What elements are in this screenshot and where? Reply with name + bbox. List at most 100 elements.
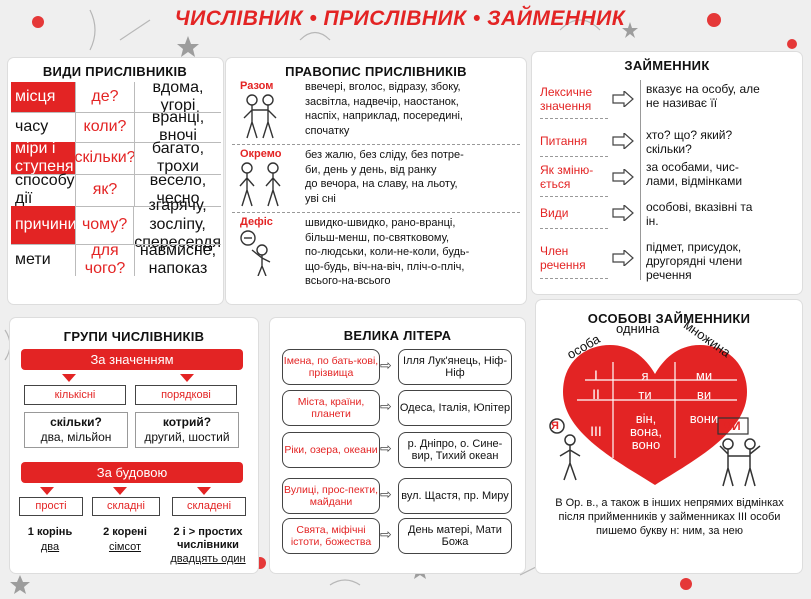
page-title-banner: ЧИСЛІВНИК • ПРИСЛІВНИК • ЗАЙМЕННИК <box>165 3 635 35</box>
adverb-type-name: часу <box>15 118 49 135</box>
spelling-text-line: наспіх, наприклад, посередині, <box>305 110 463 122</box>
capital-example-box: Одеса, Італія, Юпітер <box>398 390 512 426</box>
spelling-text-line: засвітла, надвечір, наостанок, <box>305 95 459 108</box>
arrow-right-icon <box>612 250 634 266</box>
adverb-type-question: де? <box>75 82 134 112</box>
table-divider <box>11 174 221 175</box>
adverb-type-example: навмисне, напоказ <box>134 242 221 277</box>
pronoun-vertical-line <box>640 80 641 280</box>
adverb-spelling-title: ПРАВОПИС ПРИСЛІВНИКІВ <box>285 64 467 79</box>
by-meaning-banner: За значенням <box>21 349 243 370</box>
meaning-arrow-right-icon <box>180 374 194 382</box>
spelling-text-line: без жалю, без сліду, без потре- <box>305 149 464 161</box>
adverb-type-example: весело, чесно <box>134 172 221 207</box>
pronoun-row-text: особові, вказівні та ін. <box>646 200 753 228</box>
figure-label-ya: Я <box>551 420 559 432</box>
pronoun-row-label: Лексичне значення <box>540 85 593 113</box>
capital-letter-title: ВЕЛИКА ЛІТЕРА <box>343 328 452 343</box>
singular-pronoun: ти <box>638 386 652 402</box>
spelling-text-line: ввечері, вголос, відразу, збоку, <box>305 81 461 93</box>
label-underline <box>540 228 608 229</box>
numeral-type-box: кількісні <box>24 385 126 405</box>
capital-rule-box: Вулиці, прос-пекти, майдани <box>282 478 380 514</box>
personal-pronoun-note: В Ор. в., а також в інших непрямих відмі… <box>555 497 784 537</box>
adverb-type-name: причини <box>11 206 77 244</box>
adverb-type-example: багато, трохи <box>134 140 221 175</box>
singular-pronoun: він, вона, воно <box>629 410 662 452</box>
spelling-text-line: до вечора, на славу, на льоту, <box>305 178 458 190</box>
adverb-type-name: місця <box>11 82 75 112</box>
two-people-apart-icon <box>239 162 281 207</box>
plural-pronoun: ми <box>695 367 713 383</box>
spelling-text-line: що-будь, віч-на-віч, пліч-о-пліч, <box>305 260 465 273</box>
capital-example-box: вул. Щастя, пр. Миру <box>398 478 512 514</box>
arrow-right-icon <box>612 133 634 149</box>
capital-rule-box: Міста, країни, планети <box>282 390 380 426</box>
arrow-right-icon <box>612 205 634 221</box>
arrow-right-icon <box>612 169 634 185</box>
adverb-type-question: як? <box>75 174 134 206</box>
adverb-type-example: вдома, угорі <box>134 79 221 114</box>
structure-type-box: складені <box>172 497 246 516</box>
spelling-label: Разом <box>240 80 274 92</box>
structure-description: 2 корені <box>103 526 147 538</box>
adverb-type-question: коли? <box>75 112 134 142</box>
two-people-figure-icon <box>717 417 761 487</box>
spelling-text-line: всього-на-всього <box>305 275 391 287</box>
section-divider <box>232 212 520 213</box>
numeral-type-question: котрий? <box>162 415 212 429</box>
adverb-type-name: міри і ступеня <box>11 140 75 175</box>
singular-pronoun: я <box>641 367 649 383</box>
adverb-type-question: чому? <box>75 206 133 244</box>
numeral-type-example: другий, шостий <box>144 430 230 444</box>
pronoun-panel <box>532 52 802 294</box>
capital-example-box: День матері, Мати Божа <box>398 518 512 554</box>
spelling-text-line: по-людськи, коли-не-коли, будь- <box>305 246 470 258</box>
arrow-right-icon: ⇨ <box>380 398 392 414</box>
by-structure-banner: За будовою <box>21 462 243 483</box>
adverb-types-title: ВИДИ ПРИСЛІВНИКІВ <box>42 64 188 79</box>
spelling-label: Дефіс <box>240 216 273 228</box>
spelling-text-line: швидко-швидко, рано-вранці, <box>305 217 456 229</box>
numeral-type-box: порядкові <box>135 385 237 405</box>
arc-label-singular: однина <box>616 321 660 336</box>
adverb-type-name: мети <box>15 251 51 268</box>
person-number: III <box>590 422 602 439</box>
structure-arrow-2-icon <box>113 487 127 495</box>
capital-rule-box: Імена, по бать-кові, прізвища <box>282 349 380 385</box>
adverb-type-question: скільки? <box>74 142 136 174</box>
arrow-right-icon: ⇨ <box>380 486 392 502</box>
structure-type-box: прості <box>19 497 83 516</box>
heart-shape <box>563 345 747 485</box>
pronoun-row-label: Питання <box>540 134 588 148</box>
pronoun-row-text: вказує на особу, але не називає її <box>646 82 760 110</box>
label-underline <box>540 118 608 119</box>
pronoun-row-label: Як зміню-ється <box>540 163 594 191</box>
spelling-text-line: би, день у день, від ранку <box>305 163 437 176</box>
table-divider <box>11 244 221 245</box>
capital-example-box: Ілля Лук'янець, Ніф-Ніф <box>398 349 512 385</box>
capital-rule-box: Свята, міфічні істоти, божества <box>282 518 380 554</box>
arrow-right-icon <box>612 91 634 107</box>
person-with-sign-icon <box>240 230 271 276</box>
person-number: I <box>594 366 598 383</box>
numeral-example-frame <box>24 412 128 448</box>
meaning-arrow-left-icon <box>62 374 76 382</box>
adverb-type-name: способу дії <box>15 172 75 207</box>
arrow-right-icon: ⇨ <box>380 440 392 456</box>
person-number: II <box>592 385 600 402</box>
structure-arrow-3-icon <box>197 487 211 495</box>
plural-pronoun: вони <box>689 410 719 426</box>
pronoun-row-text: підмет, присудок, другорядні члени речен… <box>646 240 743 282</box>
table-divider <box>11 142 221 143</box>
personal-pronouns-title: ОСОБОВІ ЗАЙМЕННИКИ <box>587 311 751 326</box>
structure-example: двадцять один <box>170 553 246 565</box>
plural-pronoun: ви <box>696 386 712 402</box>
numeral-type-question: скільки? <box>50 415 102 429</box>
